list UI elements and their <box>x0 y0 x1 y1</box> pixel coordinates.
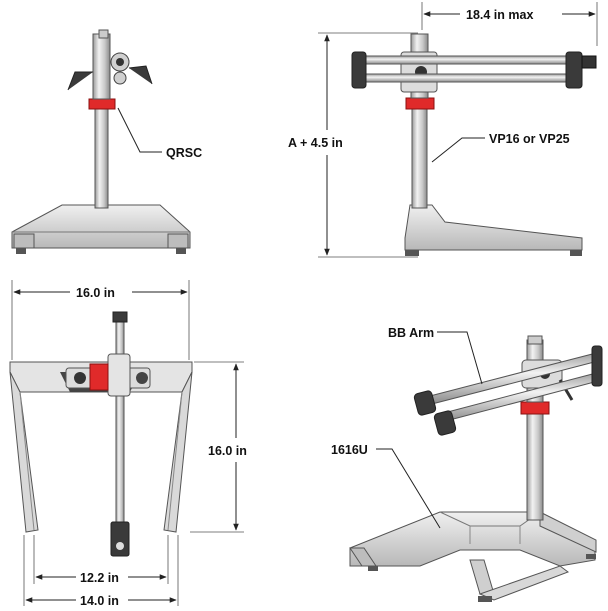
front-left-pad <box>16 248 26 254</box>
side-base <box>404 204 583 251</box>
front-left-handle <box>67 71 93 91</box>
base-depth-label: 16.0 in <box>208 444 247 458</box>
front-base <box>11 204 191 249</box>
side-post <box>411 103 428 209</box>
qrsc-label: QRSC <box>166 146 202 160</box>
arm-leader <box>437 331 483 385</box>
front-hub-bolt <box>116 58 124 66</box>
top-arm-near-knob <box>110 521 130 557</box>
arm-label: BB Arm <box>388 326 434 340</box>
top-right-leg <box>163 371 193 533</box>
qrsc-leader <box>117 107 162 153</box>
iso-post <box>526 404 544 521</box>
post-label: VP16 or VP25 <box>489 132 570 146</box>
front-head-column <box>92 33 111 100</box>
front-base-left-foot <box>13 233 35 249</box>
top-arm-far-knob <box>112 311 128 323</box>
side-rear-pad <box>570 250 582 256</box>
top-head-left-knob <box>74 372 86 384</box>
iso-front-foot <box>469 559 495 595</box>
top-head-block <box>107 353 131 397</box>
iso-front-leg <box>478 565 570 601</box>
iso-qrsc-clamp <box>520 401 550 415</box>
top-view: 16.0 in 16.0 in 12.2 in <box>9 280 247 608</box>
side-arm-right-knob <box>565 51 583 89</box>
height-label: A + 4.5 in <box>288 136 343 150</box>
side-arm-bar-lower <box>359 73 571 83</box>
front-qrsc-clamp <box>88 98 116 110</box>
top-head-right-knob <box>136 372 148 384</box>
base-leader <box>376 448 441 529</box>
base-label: 1616U <box>331 443 368 457</box>
iso-view: BB Arm 1616U <box>331 326 603 602</box>
front-head-cap <box>98 29 109 39</box>
iso-base <box>349 511 596 567</box>
iso-arm-left-knob-upper <box>413 390 437 416</box>
front-right-handle <box>128 65 153 85</box>
iso-arm-right-knob <box>591 345 603 387</box>
inner-width-label: 12.2 in <box>80 571 119 585</box>
front-right-pad <box>176 248 186 254</box>
side-view: 18.4 in max A + 4.5 in VP16 or VP25 <box>288 2 598 258</box>
front-post <box>94 104 109 209</box>
side-arm-mount <box>581 55 597 69</box>
outer-width-label: 14.0 in <box>80 594 119 608</box>
top-arm-bar <box>115 317 125 529</box>
top-left-leg <box>9 371 39 533</box>
iso-arm-left-knob-lower <box>433 410 457 436</box>
front-view: QRSC <box>11 29 202 254</box>
arm-reach-label: 18.4 in max <box>466 8 533 22</box>
top-qrsc-clamp <box>89 363 109 391</box>
side-arm-bar-upper <box>359 55 571 65</box>
side-qrsc-clamp <box>405 97 435 110</box>
post-leader <box>431 137 485 163</box>
side-front-pad <box>405 250 419 256</box>
side-arm-left-knob <box>351 51 367 89</box>
front-base-right-foot <box>167 233 189 249</box>
base-width-label: 16.0 in <box>76 286 115 300</box>
